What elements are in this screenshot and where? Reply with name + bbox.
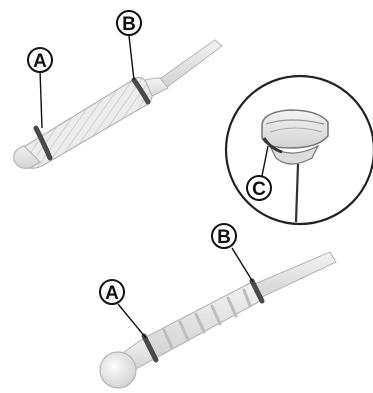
callout-b-bottom: B [212,224,236,248]
callout-b-top-label: B [122,14,136,35]
callout-a-top-label: A [33,51,47,72]
dipstick-round-ribbed: A B [100,224,336,388]
dipstick-cap [262,110,328,148]
ball-tip [100,352,136,388]
callout-b-top: B [117,11,141,35]
callout-a-bottom: A [100,280,124,304]
detail-circle [226,76,373,224]
callout-b-bottom-label: B [217,227,231,248]
leader-line-b-2 [232,248,253,282]
blade-hatched-area [20,78,152,169]
leader-line-a [40,70,42,128]
dipstick-flat-blade: A B [14,11,222,168]
leader-line-a-2 [118,304,146,338]
callout-c: C [247,176,271,200]
callout-a-top: A [28,48,52,72]
dipstick-cap-detail: C [226,76,373,224]
callout-a-bottom-label: A [105,283,119,304]
leader-line-b [129,36,134,80]
callout-c-label: C [252,179,266,200]
